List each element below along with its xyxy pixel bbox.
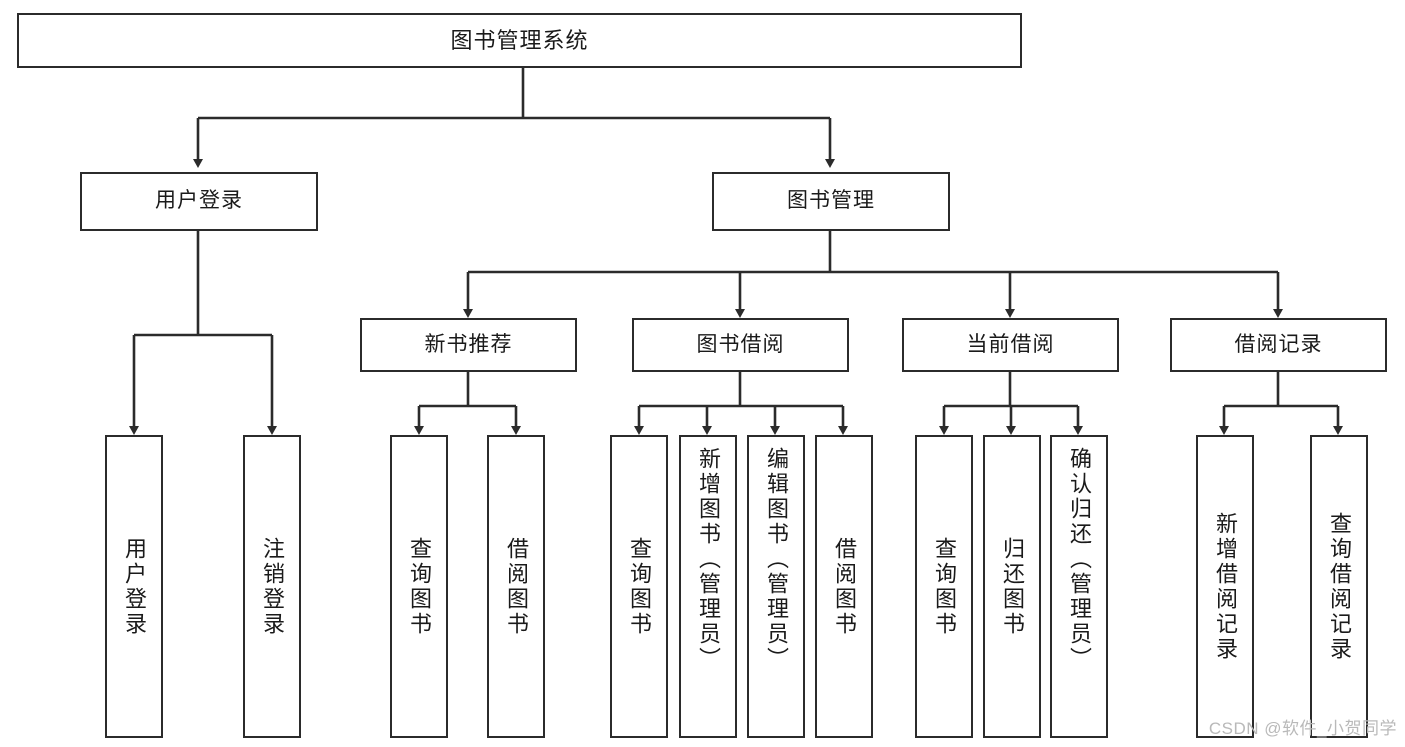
node-borrow-record[interactable]: 借阅记录 [1170,318,1387,372]
leaf-newbook-borrow-book[interactable]: 借阅图书 [487,435,545,738]
node-new-book-recommend[interactable]: 新书推荐 [360,318,577,372]
leaf-borrow-edit-book[interactable]: 编辑图书（管理员） [747,435,805,738]
node-user-login[interactable]: 用户登录 [80,172,318,231]
leaf-user-login-label: 用户登录 [122,536,147,637]
leaf-user-login[interactable]: 用户登录 [105,435,163,738]
leaf-current-return-book[interactable]: 归还图书 [983,435,1041,738]
node-new-book-recommend-label: 新书推荐 [424,332,513,356]
leaf-current-return-book-label: 归还图书 [1000,536,1025,637]
leaf-current-query-book-label: 查询图书 [932,536,957,637]
leaf-record-query-record[interactable]: 查询借阅记录 [1310,435,1368,738]
node-book-manage-label: 图书管理 [787,189,875,213]
leaf-borrow-add-book[interactable]: 新增图书（管理员） [679,435,737,738]
node-root-label: 图书管理系统 [450,27,589,53]
leaf-logout-login-label: 注销登录 [260,536,285,637]
leaf-borrow-edit-book-label: 编辑图书（管理员） [764,447,789,672]
leaf-current-confirm-return[interactable]: 确认归还（管理员） [1050,435,1108,738]
leaf-borrow-add-book-label: 新增图书（管理员） [696,447,721,672]
leaf-newbook-borrow-book-label: 借阅图书 [504,536,529,637]
node-root[interactable]: 图书管理系统 [17,13,1022,68]
leaf-borrow-borrow-book[interactable]: 借阅图书 [815,435,873,738]
node-book-borrow[interactable]: 图书借阅 [632,318,849,372]
leaf-record-query-record-label: 查询借阅记录 [1327,511,1352,662]
leaf-newbook-query-book-label: 查询图书 [407,536,432,637]
node-current-borrow-label: 当前借阅 [966,332,1055,356]
leaf-newbook-query-book[interactable]: 查询图书 [390,435,448,738]
node-borrow-record-label: 借阅记录 [1234,332,1323,356]
node-book-borrow-label: 图书借阅 [696,332,785,356]
leaf-borrow-borrow-book-label: 借阅图书 [832,536,857,637]
leaf-record-add-record[interactable]: 新增借阅记录 [1196,435,1254,738]
node-user-login-label: 用户登录 [155,189,243,213]
leaf-logout-login[interactable]: 注销登录 [243,435,301,738]
leaf-record-add-record-label: 新增借阅记录 [1213,511,1238,662]
leaf-borrow-query-book[interactable]: 查询图书 [610,435,668,738]
leaf-borrow-query-book-label: 查询图书 [627,536,652,637]
leaf-current-confirm-return-label: 确认归还（管理员） [1067,447,1092,672]
node-book-manage[interactable]: 图书管理 [712,172,950,231]
leaf-current-query-book[interactable]: 查询图书 [915,435,973,738]
node-current-borrow[interactable]: 当前借阅 [902,318,1119,372]
